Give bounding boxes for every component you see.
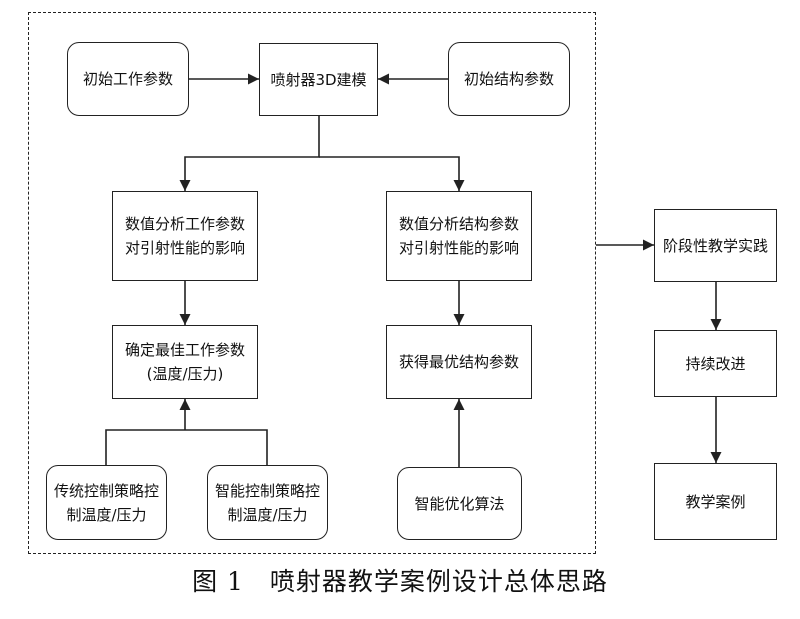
node-init-work: 初始工作参数: [67, 42, 189, 116]
node-smart-opt-label: 智能优化算法: [414, 494, 505, 513]
node-analyze-work-line-1: 数值分析工作参数: [124, 215, 245, 233]
node-stage-practice-label: 阶段性教学实践: [662, 236, 768, 255]
node-analyze-struct: 数值分析结构参数 对引射性能的影响: [386, 191, 532, 281]
arrow-modeling-to-analyze-work: [179, 116, 320, 191]
node-analyze-work: 数值分析工作参数 对引射性能的影响: [112, 191, 258, 281]
node-best-work-line-1: 确定最佳工作参数: [124, 341, 245, 359]
node-case: 教学案例: [654, 463, 777, 540]
node-case-label: 教学案例: [685, 492, 746, 511]
node-improve-label: 持续改进: [685, 354, 746, 373]
node-smart-ctrl-line-2: 制温度/压力: [227, 505, 308, 524]
node-trad-ctrl: 传统控制策略控 制温度/压力: [46, 465, 167, 540]
node-modeling: 喷射器3D建模: [259, 43, 378, 116]
figure-caption: 图 1 喷射器教学案例设计总体思路: [192, 567, 608, 596]
node-improve: 持续改进: [654, 330, 777, 397]
line-smart-ctrl-up: [185, 429, 268, 465]
node-stage-practice: 阶段性教学实践: [654, 209, 777, 282]
dashed-boundary: [28, 12, 596, 554]
node-smart-opt: 智能优化算法: [397, 467, 522, 540]
node-analyze-work-line-2: 对引射性能的影响: [124, 239, 245, 257]
node-modeling-label: 喷射器3D建模: [270, 70, 367, 89]
arrow-modeling-to-analyze-struct: [319, 156, 465, 191]
line-trad-ctrl-up: [105, 429, 185, 465]
node-trad-ctrl-line-1: 传统控制策略控: [53, 481, 159, 500]
node-best-struct-label: 获得最优结构参数: [398, 353, 519, 371]
node-smart-ctrl: 智能控制策略控 制温度/压力: [207, 465, 328, 540]
node-init-struct-label: 初始结构参数: [463, 70, 554, 88]
node-analyze-struct-line-1: 数值分析结构参数: [398, 215, 519, 233]
node-init-struct: 初始结构参数: [448, 42, 570, 116]
node-trad-ctrl-line-2: 制温度/压力: [66, 505, 147, 524]
node-best-work-line-2: (温度/压力): [146, 365, 224, 383]
node-best-struct: 获得最优结构参数: [386, 325, 532, 399]
node-analyze-struct-line-2: 对引射性能的影响: [398, 239, 519, 257]
node-init-work-label: 初始工作参数: [82, 70, 173, 88]
node-smart-ctrl-line-1: 智能控制策略控: [214, 481, 320, 500]
node-best-work: 确定最佳工作参数 (温度/压力): [112, 325, 258, 399]
